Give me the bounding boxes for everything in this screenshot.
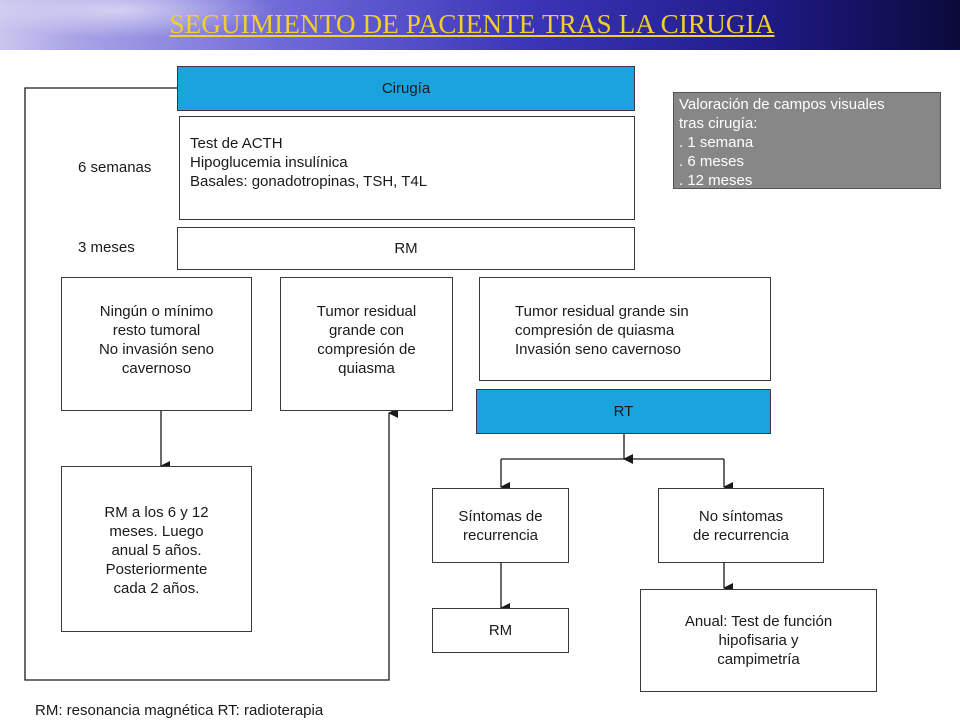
node-cirugia-label: Cirugía: [381, 80, 431, 97]
visual-fields-line: . 6 meses: [679, 153, 745, 170]
residual-compression-line: Tumor residual: [316, 303, 417, 320]
node-rm-followup: RM a los 6 y 12 meses. Luego anual 5 año…: [61, 466, 252, 632]
node-residual-no-compression: Tumor residual grande sin compresión de …: [479, 277, 771, 381]
visual-fields-line: Valoración de campos visuales: [679, 96, 885, 113]
banner-glow: [0, 0, 960, 50]
node-no-residual: Ningún o mínimo resto tumoral No invasió…: [61, 277, 252, 411]
rm-followup-line: meses. Luego: [109, 523, 204, 540]
node-rm-main: RM: [177, 227, 635, 270]
no-symptoms-line: de recurrencia: [693, 526, 789, 544]
node-symptoms: Síntomas de recurrencia: [432, 488, 569, 563]
visual-fields-box: Valoración de campos visuales tras cirug…: [673, 92, 941, 189]
rm-followup-line: cada 2 años.: [113, 580, 200, 597]
node-tests: Test de ACTH Hipoglucemia insulínica Bas…: [179, 116, 635, 220]
label-six-weeks: 6 semanas: [78, 159, 152, 176]
annual-line: Anual: Test de función: [684, 613, 833, 630]
no-residual-line: cavernoso: [121, 360, 192, 377]
label-three-months: 3 meses: [78, 239, 135, 256]
node-no-symptoms: No síntomas de recurrencia: [658, 488, 824, 563]
visual-fields-line: . 12 meses: [679, 172, 753, 189]
residual-no-compression-line: compresión de quiasma: [515, 322, 675, 339]
title-banner: SEGUIMIENTO DE PACIENTE TRAS LA CIRUGIA: [0, 0, 960, 50]
annual-line: hipofisaria y: [718, 632, 799, 649]
node-residual-compression: Tumor residual grande con compresión de …: [280, 277, 453, 411]
visual-fields-line: . 1 semana: [679, 134, 754, 151]
symptoms-line: recurrencia: [462, 526, 539, 544]
loop-line: [24, 87, 398, 681]
rm-followup-line: RM a los 6 y 12: [104, 504, 209, 521]
node-rm-after-symptoms: RM: [432, 608, 569, 653]
node-rm-after-symptoms-label: RM: [488, 622, 513, 639]
residual-compression-line: compresión de: [317, 341, 416, 358]
node-rt: RT: [476, 389, 771, 434]
symptoms-line: Síntomas de: [458, 507, 543, 525]
visual-fields-line: tras cirugía:: [679, 115, 758, 132]
residual-no-compression-line: Invasión seno cavernoso: [515, 341, 681, 358]
test-line: Basales: gonadotropinas, TSH, T4L: [190, 173, 428, 190]
no-residual-line: Ningún o mínimo: [99, 303, 214, 320]
residual-compression-line: grande con: [328, 322, 405, 339]
no-residual-line: resto tumoral: [112, 322, 201, 339]
node-rm-main-label: RM: [394, 240, 418, 257]
rm-followup-line: anual 5 años.: [111, 542, 202, 559]
residual-no-compression-line: Tumor residual grande sin: [515, 303, 689, 320]
node-rt-label: RT: [613, 403, 634, 420]
legend-text: RM: resonancia magnética RT: radioterapi…: [35, 702, 324, 719]
residual-compression-line: quiasma: [338, 360, 395, 377]
no-symptoms-line: No síntomas: [698, 507, 784, 525]
page-title: SEGUIMIENTO DE PACIENTE TRAS LA CIRUGIA: [169, 9, 775, 39]
annual-line: campimetría: [717, 651, 800, 668]
no-residual-line: No invasión seno: [98, 341, 215, 358]
test-line: Hipoglucemia insulínica: [190, 154, 348, 171]
node-annual: Anual: Test de función hipofisaria y cam…: [640, 589, 877, 692]
node-cirugia: Cirugía: [177, 66, 635, 111]
rm-followup-line: Posteriormente: [105, 561, 208, 578]
test-line: Test de ACTH: [190, 135, 283, 152]
